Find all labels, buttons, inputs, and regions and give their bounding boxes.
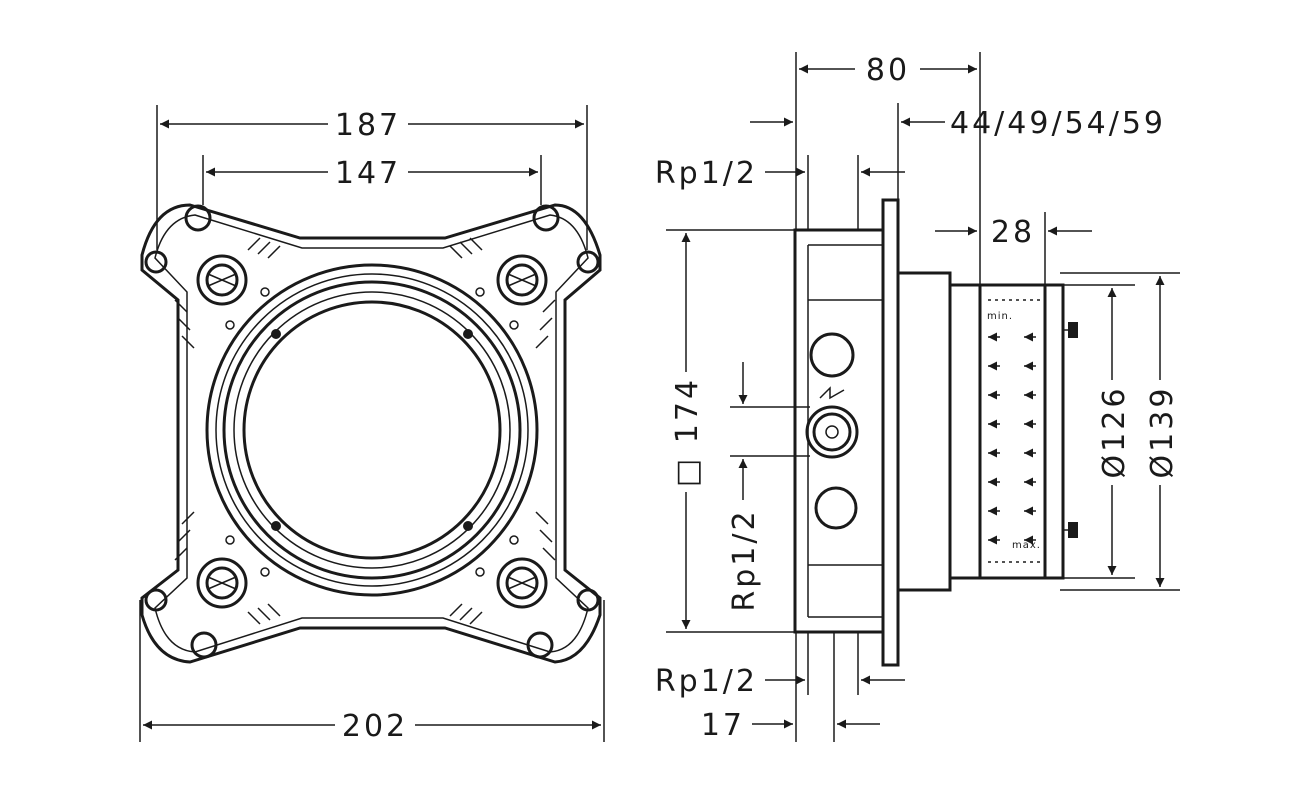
port-middle [812, 412, 852, 452]
dim-offset-label: 17 [701, 708, 745, 743]
dim-thread-bottom-label: Rp1/2 [655, 664, 758, 699]
dim-square: □ 174 [670, 233, 705, 629]
small-holes [225, 287, 519, 577]
dim-offset: 17 [701, 708, 880, 743]
fixing-screw-top-left [196, 254, 248, 306]
dim-depth: 80 [799, 53, 977, 88]
corner-holes [144, 204, 600, 659]
dim-thread-side: Rp1/2 [727, 362, 762, 612]
dim-overall-bottom: 202 [143, 709, 601, 744]
front-view: 187 147 202 [139, 105, 605, 744]
dim-thread-bottom: Rp1/2 [655, 664, 905, 699]
inner-opening [242, 300, 502, 560]
cylinder-body [896, 271, 952, 592]
dim-thread-top: Rp1/2 [655, 156, 905, 191]
label-max: max. [1012, 540, 1041, 551]
dim-square-label: □ 174 [670, 377, 705, 487]
dim-28-label: 28 [991, 215, 1035, 250]
fixing-screw-bottom-left [196, 557, 248, 609]
label-min: min. [987, 311, 1013, 322]
dim-thread-side-label: Rp1/2 [727, 508, 762, 611]
port-middle-outer [805, 405, 859, 459]
dim-diameter-outer: Ø139 [1145, 276, 1180, 587]
port-bottom [814, 486, 858, 530]
dim-diameter-outer-label: Ø139 [1145, 386, 1180, 479]
dim-install-depth-label: 44/49/54/59 [950, 106, 1166, 141]
mounting-plate-outline [140, 203, 602, 664]
fixing-screw-top-right [496, 254, 548, 306]
sleeve-cap [1043, 283, 1065, 580]
dim-80-label: 80 [866, 53, 910, 88]
port-middle-center [825, 425, 839, 439]
ring-4 [233, 291, 511, 569]
flange-plate [881, 198, 900, 667]
dim-diameter-inner: Ø126 [1097, 288, 1132, 575]
side-extension-lines [666, 52, 1180, 742]
dim-overall-top: 187 [160, 108, 584, 143]
dim-187-label: 187 [335, 108, 401, 143]
side-view: min. max. [655, 52, 1180, 743]
fixing-screw-bottom-right [496, 557, 548, 609]
front-extension-lines [139, 105, 605, 742]
outer-ring [205, 263, 539, 597]
port-top [809, 332, 855, 378]
ring-3 [222, 280, 522, 580]
adjustment-arrow-marks [988, 332, 1036, 545]
dim-spacing: 28 [935, 215, 1092, 250]
ring-2 [215, 273, 529, 587]
ring-bolt-dots [271, 329, 473, 531]
dim-147-label: 147 [335, 156, 401, 191]
dim-install-depth: 44/49/54/59 [750, 106, 1166, 141]
adjustment-arrows [988, 299, 1040, 563]
dim-202-label: 202 [342, 709, 408, 744]
adjustment-slots [174, 237, 556, 625]
flow-arrow-icon [819, 386, 845, 400]
extension-sleeve [978, 283, 1047, 580]
cylinder-sleeve [948, 283, 982, 580]
dim-inner-top: 147 [206, 156, 538, 191]
dim-diameter-inner-label: Ø126 [1097, 386, 1132, 479]
dim-thread-top-label: Rp1/2 [655, 156, 758, 191]
